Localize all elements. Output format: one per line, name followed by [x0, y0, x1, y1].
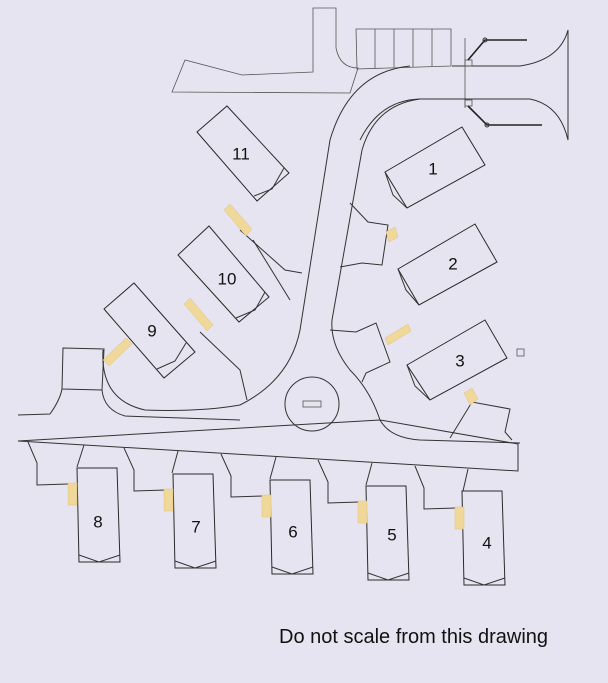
- plot-9[interactable]: 9: [103, 282, 196, 379]
- main-road-inner: [331, 98, 530, 444]
- plot-label-2: 2: [448, 254, 457, 273]
- plot-label-9: 9: [147, 321, 156, 340]
- spur-road-11: [239, 229, 303, 274]
- plot-label-10: 10: [218, 269, 237, 288]
- entrance-gates: [464, 37, 542, 128]
- turning-circle: [284, 376, 340, 432]
- bottom-driveways: [27, 441, 469, 510]
- parking-bays: [355, 28, 452, 70]
- plot-2[interactable]: 2: [397, 223, 498, 306]
- plot-label-4: 4: [482, 533, 491, 552]
- main-horizontal-road: [17, 388, 519, 472]
- main-road-outer: [102, 65, 411, 411]
- plot-label-11: 11: [232, 144, 250, 163]
- plot-7[interactable]: 7: [172, 473, 217, 569]
- plot-label-3: 3: [455, 351, 464, 370]
- plot-10[interactable]: 10: [177, 225, 270, 323]
- plot-label-1: 1: [428, 159, 437, 178]
- plot-label-5: 5: [387, 525, 396, 544]
- plot-label-6: 6: [288, 522, 297, 541]
- driveway-3: [449, 401, 513, 441]
- driveway-2-3: [329, 322, 391, 383]
- plot-label-8: 8: [93, 512, 102, 531]
- access-strip: [171, 7, 359, 94]
- tactile-paving: [67, 203, 479, 530]
- plot-3[interactable]: 3: [406, 319, 508, 401]
- plot-6[interactable]: 6: [269, 479, 314, 575]
- disclaimer-text: Do not scale from this drawing: [279, 626, 549, 648]
- plot-11[interactable]: 11: [196, 105, 290, 202]
- spur-road-10b: [252, 239, 291, 301]
- plot-5[interactable]: 5: [365, 485, 410, 581]
- driveway-1-2: [339, 202, 389, 268]
- marker-square: [516, 348, 525, 357]
- plot-8[interactable]: 8: [76, 467, 121, 563]
- spur-road-10: [199, 331, 248, 401]
- entrance-road: [359, 29, 569, 141]
- plot-1[interactable]: 1: [384, 126, 486, 209]
- plot-label-7: 7: [191, 517, 200, 536]
- plot-4[interactable]: 4: [461, 490, 506, 586]
- bin-store: [61, 347, 105, 391]
